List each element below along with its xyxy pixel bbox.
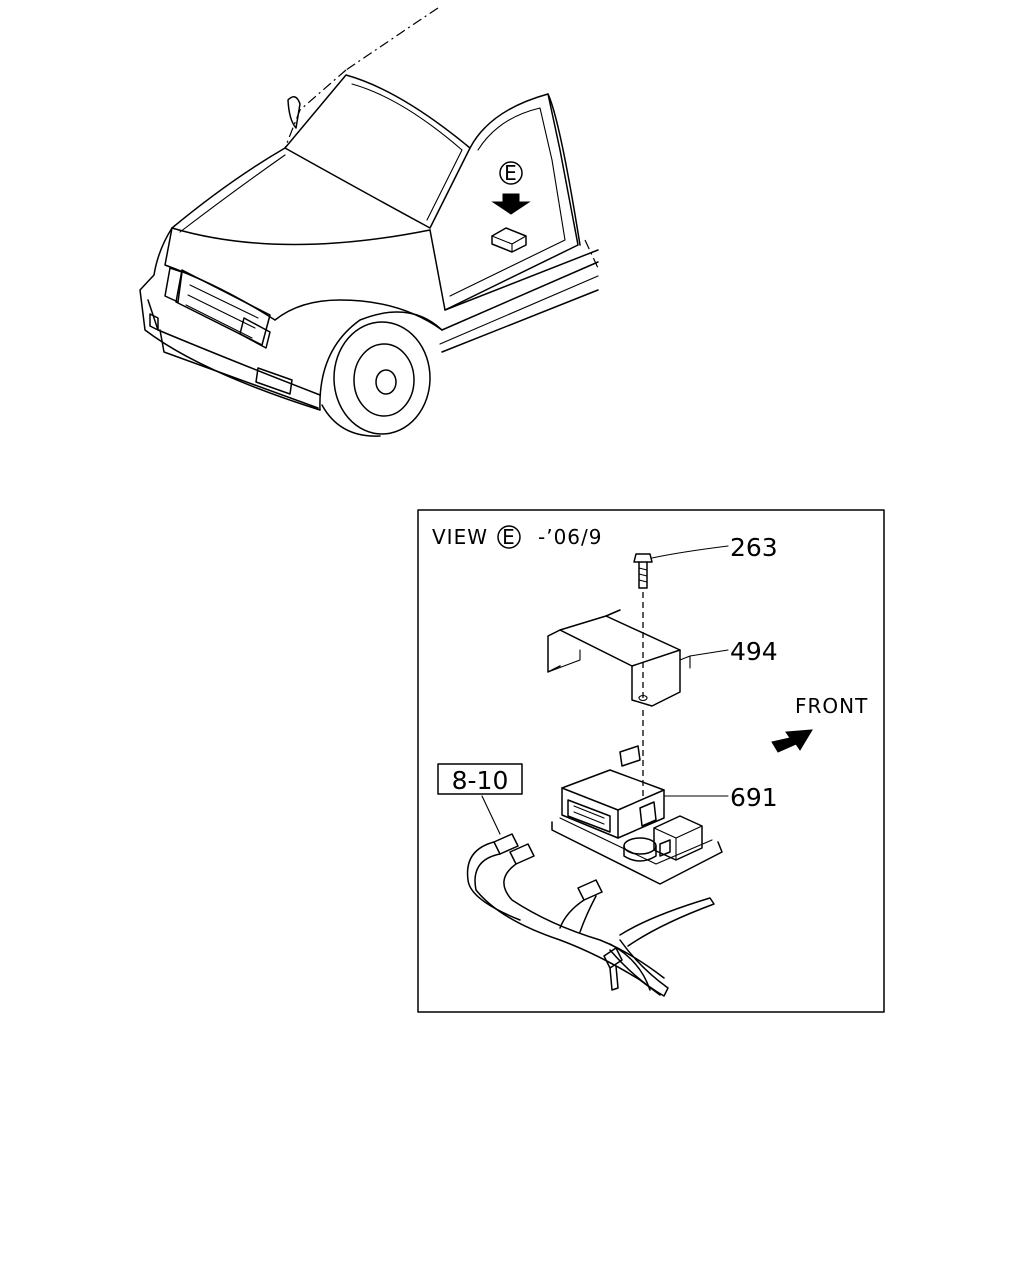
- leader-ref: [481, 795, 501, 835]
- view-suffix: -’06/9: [538, 525, 603, 549]
- bracket-part: [547, 609, 691, 707]
- bolt-part: [633, 553, 653, 589]
- direction-label: FRONT: [795, 694, 868, 718]
- callout-bracket: 494: [730, 637, 778, 666]
- view-prefix: VIEW: [432, 525, 488, 549]
- ref-box: [437, 763, 523, 795]
- detail-view-marker-circle: [497, 525, 521, 549]
- view-arrow-icon: [491, 193, 531, 215]
- module-part: [551, 745, 723, 885]
- view-marker-letter: E: [504, 161, 518, 185]
- callout-module: 691: [730, 783, 778, 812]
- detail-frame: [417, 509, 885, 1013]
- module-location-icon: [491, 227, 527, 253]
- detail-view-marker-letter: E: [502, 525, 516, 549]
- leader-bolt: [651, 545, 729, 559]
- front-arrow-icon: [771, 729, 813, 753]
- leader-bracket: [689, 649, 729, 657]
- vehicle-overview: E: [139, 7, 599, 437]
- wiring-harness: [466, 833, 715, 997]
- callout-bolt: 263: [730, 533, 778, 562]
- view-marker-circle: [499, 161, 523, 185]
- ref-box-label: 8-10: [452, 766, 509, 795]
- detail-view: VIEW E -’06/9 263 494 FRONT: [417, 509, 885, 1013]
